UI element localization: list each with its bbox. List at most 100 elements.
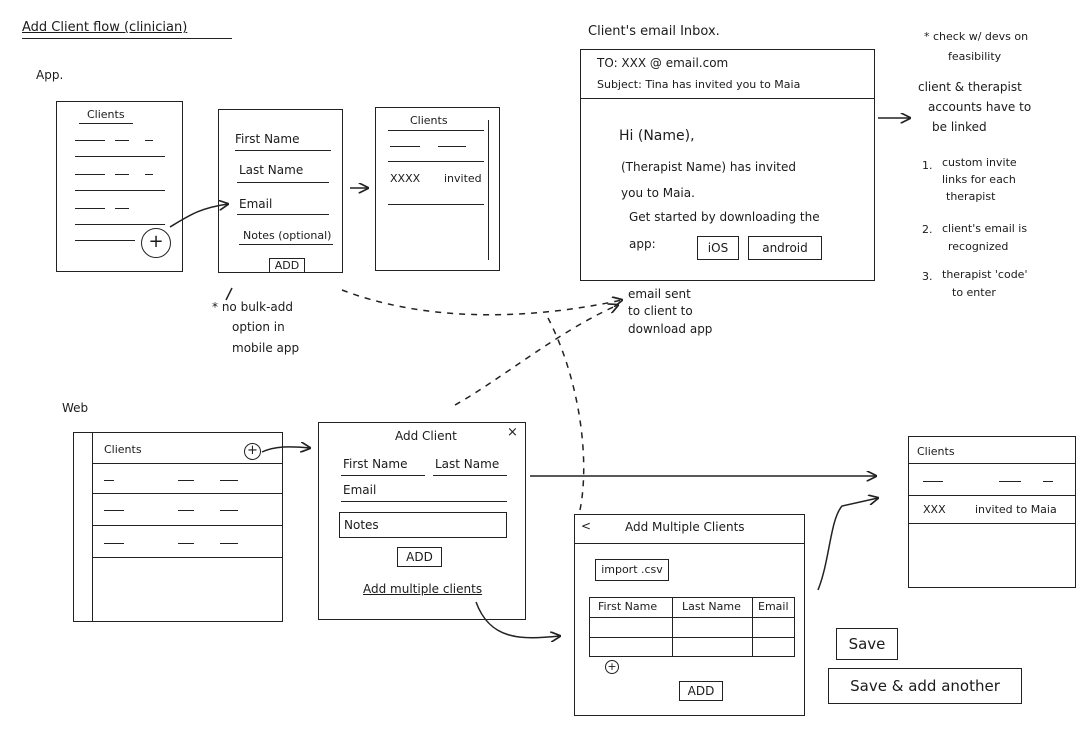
- web-sidebar-divider: [92, 433, 93, 621]
- web-multi-back-icon[interactable]: <: [581, 519, 592, 533]
- email-sent-note-line-2: to client to: [628, 304, 693, 318]
- right-list-1-line-1: custom invite: [942, 156, 1017, 169]
- web-add-client-plus-button[interactable]: +: [244, 443, 261, 460]
- web-result-header-rule: [909, 463, 1075, 464]
- app-result-clients-screen: Clients XXXX invited: [375, 107, 500, 271]
- web-first-name-field[interactable]: First Name: [343, 457, 408, 471]
- arrow-web-to-email-sent: [454, 305, 618, 406]
- app-list-row-2: [75, 174, 105, 175]
- web-email-field[interactable]: Email: [343, 483, 377, 497]
- save-button[interactable]: Save: [836, 628, 898, 660]
- web-list-row-1c: [220, 480, 238, 481]
- section-label-app: App.: [36, 68, 64, 82]
- web-notes-field[interactable]: Notes: [339, 512, 507, 538]
- web-add-button[interactable]: ADD: [397, 547, 442, 567]
- web-list-row-1b: [178, 480, 194, 481]
- web-multi-col-first-name: First Name: [598, 600, 658, 613]
- email-body-line-2: you to Maia.: [621, 186, 695, 200]
- right-list-1-line-2: links for each: [942, 173, 1016, 186]
- web-add-multiple-link[interactable]: Add multiple clients: [363, 582, 483, 596]
- web-first-name-underline: [341, 475, 425, 476]
- web-list-row-divider: [92, 557, 282, 558]
- app-list-row-3b: [115, 208, 129, 209]
- web-result-row-name: XXX: [923, 503, 946, 516]
- app-notes-field[interactable]: Notes (optional): [243, 229, 332, 242]
- web-clients-header: Clients: [104, 443, 142, 456]
- web-add-multiple-dialog: < Add Multiple Clients import .csv First…: [574, 514, 805, 716]
- app-bulk-note-line-1: * no bulk-add: [212, 300, 293, 314]
- right-note-line-5: be linked: [932, 120, 987, 134]
- web-email-underline: [341, 501, 507, 502]
- web-add-dialog-close-icon[interactable]: ×: [507, 425, 518, 440]
- email-ios-button[interactable]: iOS: [697, 236, 739, 260]
- web-result-row-divider: [909, 523, 1075, 524]
- app-add-client-screen: First Name Last Name Email Notes (option…: [218, 109, 343, 273]
- web-last-name-field[interactable]: Last Name: [435, 457, 500, 471]
- email-to-line: TO: XXX @ email.com: [597, 56, 729, 70]
- email-inbox-heading: Client's email Inbox.: [588, 24, 720, 39]
- email-android-button[interactable]: android: [748, 236, 822, 260]
- app-email-field[interactable]: Email: [239, 197, 273, 211]
- right-note-line-1: * check w/ devs on: [924, 30, 1029, 43]
- app-add-client-plus-button[interactable]: +: [141, 228, 171, 258]
- web-import-csv-button[interactable]: import .csv: [595, 559, 669, 581]
- web-clients-screen: Clients +: [73, 432, 283, 622]
- arrow-multi-link-to-dialog: [475, 601, 560, 638]
- app-last-name-field[interactable]: Last Name: [239, 163, 304, 177]
- right-note-line-2: feasibility: [948, 50, 1002, 63]
- web-result-row-status: invited to Maia: [975, 503, 1057, 516]
- app-result-header: Clients: [410, 114, 448, 127]
- web-list-row-divider: [92, 525, 282, 526]
- web-add-dialog-title: Add Client: [395, 429, 457, 443]
- web-multi-add-button[interactable]: ADD: [679, 681, 723, 701]
- web-result-row-1: [923, 481, 943, 482]
- right-list-3-line-2: to enter: [952, 286, 996, 299]
- app-list-row-divider: [75, 240, 135, 241]
- app-add-button[interactable]: ADD: [269, 258, 305, 273]
- right-list-num-2: 2.: [922, 223, 933, 236]
- email-body-line-3: Get started by downloading the: [629, 210, 820, 224]
- title-underline: [22, 38, 232, 39]
- app-list-row-2b: [115, 174, 129, 175]
- app-result-row-1: [390, 146, 420, 147]
- web-result-row-1c: [1043, 481, 1053, 482]
- web-clients-header-rule: [92, 463, 282, 464]
- section-label-web: Web: [62, 401, 89, 415]
- web-result-row-1b: [999, 481, 1021, 482]
- web-list-row-divider: [92, 493, 282, 494]
- web-last-name-underline: [433, 475, 507, 476]
- web-notes-label: Notes: [344, 518, 379, 532]
- app-clients-screen: Clients +: [56, 101, 183, 272]
- right-list-2-line-1: client's email is: [942, 222, 1028, 235]
- app-last-name-underline: [237, 182, 329, 183]
- right-list-3-line-1: therapist 'code': [942, 268, 1028, 281]
- arrow-multi-to-email-sent: [547, 317, 585, 511]
- arrow-app-to-email-sent: [341, 289, 622, 316]
- app-list-row-divider: [75, 156, 165, 157]
- right-list-1-line-3: therapist: [946, 190, 996, 203]
- app-result-header-rule: [388, 130, 484, 131]
- web-result-clients-screen: Clients XXX invited to Maia: [908, 436, 1076, 588]
- save-and-add-another-button[interactable]: Save & add another: [828, 668, 1022, 704]
- app-result-row-status: invited: [444, 172, 482, 185]
- web-list-row-1: [104, 480, 114, 481]
- right-list-2-line-2: recognized: [948, 240, 1009, 253]
- app-first-name-field[interactable]: First Name: [235, 132, 300, 146]
- email-sent-note-line-3: download app: [628, 322, 713, 336]
- web-multi-add-row-plus-button[interactable]: +: [605, 660, 619, 674]
- web-multi-col-last-name: Last Name: [682, 600, 741, 613]
- web-result-header: Clients: [917, 445, 955, 458]
- arrow-app-plus-to-form: [169, 204, 228, 228]
- app-list-row-3: [75, 208, 105, 209]
- app-result-row-1b: [438, 146, 466, 147]
- app-result-scrollbar[interactable]: [488, 120, 489, 260]
- web-multi-title-divider: [575, 543, 804, 544]
- email-body-line-1: (Therapist Name) has invited: [621, 160, 797, 174]
- app-list-row-1b: [115, 140, 129, 141]
- email-greeting: Hi (Name),: [619, 128, 695, 144]
- app-clients-header-rule: [79, 123, 133, 124]
- web-list-row-3: [104, 543, 124, 544]
- email-sent-note-line-1: email sent: [628, 287, 691, 301]
- app-note-pointer: [225, 287, 233, 301]
